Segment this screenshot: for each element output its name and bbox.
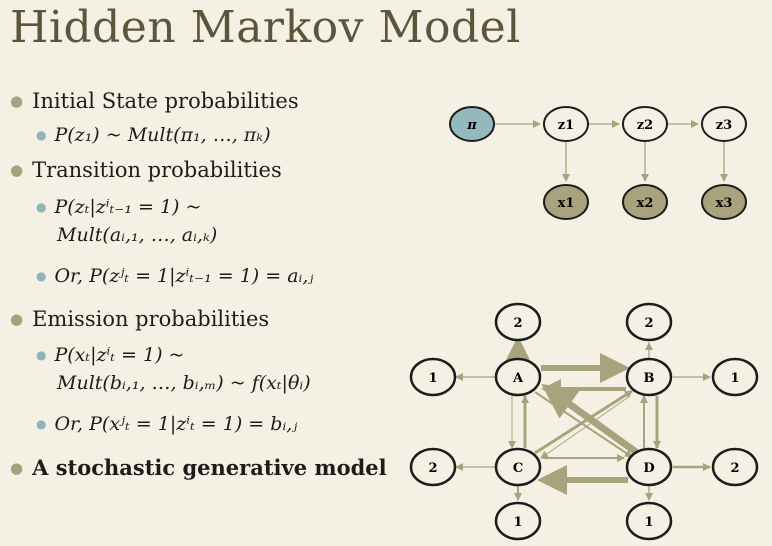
node-x2-label: x2: [637, 196, 654, 211]
emission-node-a-top: 2: [494, 302, 542, 342]
emission-node-a-left: 1: [409, 357, 457, 397]
node-x1: x1: [543, 184, 589, 220]
node-z2-label: z2: [637, 118, 653, 133]
node-z3: z3: [701, 106, 747, 142]
state-d-label: D: [643, 461, 654, 476]
emission-node-d-bottom: 1: [625, 501, 673, 541]
bullet-transition: ●Transition probabilities: [10, 158, 282, 182]
transition-formula-continued: Mult(aᵢ,₁, …, aᵢ,ₖ): [57, 224, 218, 246]
bullet-initial-formula: ●P(z₁) ~ Mult(π₁, …, πₖ): [36, 124, 271, 146]
bullet-marker: ●: [10, 92, 24, 110]
bullet-generative-model: ●A stochastic generative model: [10, 455, 387, 480]
node-z1-label: z1: [558, 118, 574, 133]
node-z1: z1: [543, 106, 589, 142]
state-c-label: C: [513, 461, 523, 476]
bullet-marker: ●: [10, 161, 24, 179]
node-x3: x3: [701, 184, 747, 220]
state-b-label: B: [644, 371, 655, 386]
svg-text:1: 1: [428, 371, 437, 386]
bullet-marker: ●: [36, 417, 47, 431]
emission-node-d-right: 2: [711, 447, 759, 487]
bullet-initial-state: ●Initial State probabilities: [10, 89, 299, 113]
bullet-emission: ●Emission probabilities: [10, 307, 270, 331]
svg-text:1: 1: [513, 515, 522, 530]
emission-node-b-top: 2: [625, 302, 673, 342]
node-x1-label: x1: [558, 196, 575, 211]
node-pi-label: π: [466, 118, 477, 133]
state-node-a: A: [494, 357, 542, 397]
node-x3-label: x3: [716, 196, 733, 211]
svg-text:2: 2: [428, 461, 437, 476]
slide-title: Hidden Markov Model: [10, 2, 521, 53]
bullet-marker: ●: [36, 269, 47, 283]
emission-node-c-left: 2: [409, 447, 457, 487]
emission-formula-continued: Mult(bᵢ,₁, …, bᵢ,ₘ) ~ f(xₜ|θᵢ): [57, 372, 311, 394]
state-node-d: D: [625, 447, 673, 487]
bullet-marker: ●: [10, 310, 24, 328]
bullet-marker: ●: [36, 200, 47, 214]
bullet-emission-formula: ●P(xₜ|zⁱₜ = 1) ~: [36, 344, 185, 366]
bullet-marker: ●: [36, 128, 47, 142]
emission-node-b-right: 1: [711, 357, 759, 397]
emission-node-c-bottom: 1: [494, 501, 542, 541]
node-x2: x2: [622, 184, 668, 220]
bullet-transition-or: ●Or, P(zʲₜ = 1|zⁱₜ₋₁ = 1) = aᵢ,ⱼ: [36, 265, 314, 287]
svg-text:2: 2: [730, 461, 739, 476]
hmm-chain-edges: [495, 120, 728, 182]
node-z3-label: z3: [716, 118, 732, 133]
state-a-label: A: [512, 371, 524, 386]
svg-text:1: 1: [644, 515, 653, 530]
node-z2: z2: [622, 106, 668, 142]
svg-text:2: 2: [513, 316, 522, 331]
bullet-transition-formula: ●P(zₜ|zⁱₜ₋₁ = 1) ~: [36, 196, 202, 218]
state-node-c: C: [494, 447, 542, 487]
bullet-emission-or: ●Or, P(xʲₜ = 1|zⁱₜ = 1) = bᵢ,ⱼ: [36, 413, 298, 435]
svg-text:2: 2: [644, 316, 653, 331]
bullet-marker: ●: [36, 348, 47, 362]
svg-text:1: 1: [730, 371, 739, 386]
bullet-marker: ●: [10, 459, 24, 477]
state-node-b: B: [625, 357, 673, 397]
state-graph-edges: [455, 336, 711, 501]
node-pi: π: [449, 106, 495, 142]
